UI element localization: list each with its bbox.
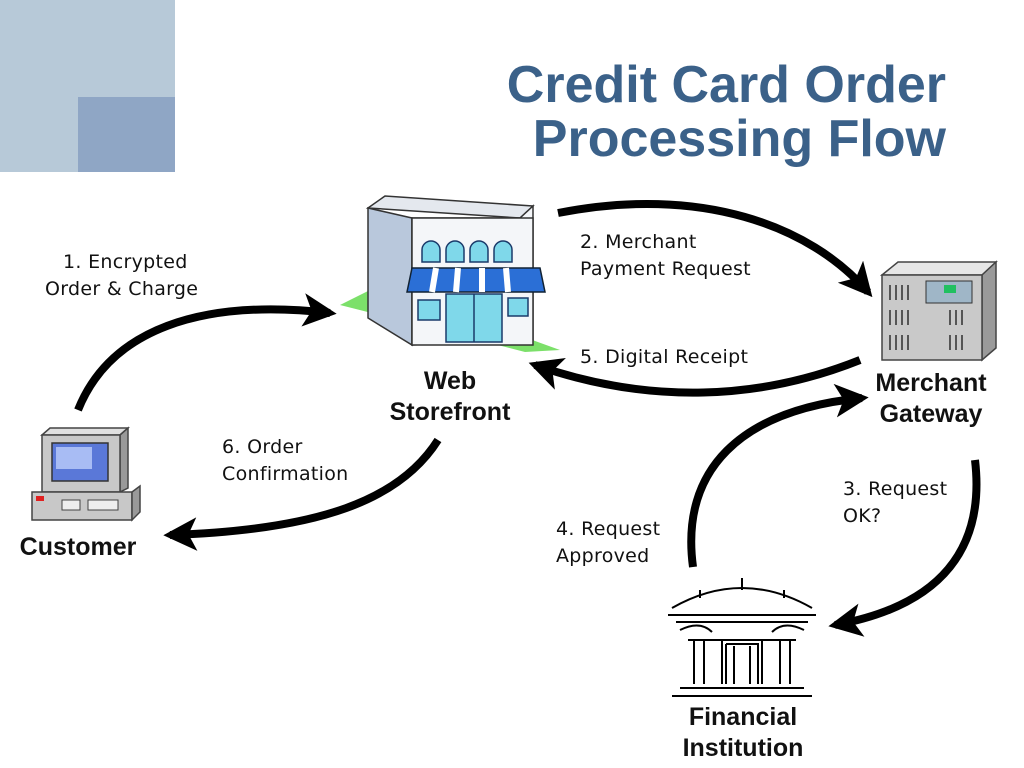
arrow-6-storefront-to-customer — [163, 437, 442, 551]
step-2-line-1: 2. Merchant — [580, 231, 697, 253]
storefront-icon — [340, 195, 560, 352]
step-3-line-2: OK? — [843, 505, 882, 527]
corner-decoration-accent — [78, 97, 175, 172]
merchant-gateway-line-1: Merchant — [875, 369, 987, 397]
financial-institution-line-2: Institution — [682, 734, 804, 762]
web-storefront-line-2: Storefront — [389, 398, 511, 426]
node-financial-institution: Financial Institution — [660, 702, 826, 764]
step-6-line-1: 6. Order — [222, 436, 303, 458]
step-3-label: 3. Request OK? — [843, 476, 947, 530]
step-2-label: 2. Merchant Payment Request — [580, 229, 751, 283]
node-web-storefront: Web Storefront — [375, 366, 525, 428]
bank-icon — [668, 578, 816, 697]
title-line-2: Processing Flow — [532, 110, 946, 168]
arrow-4-institution-to-gateway — [687, 383, 869, 568]
node-customer: Customer — [2, 532, 154, 563]
step-4-label: 4. Request Approved — [556, 516, 660, 570]
arrow-1-customer-to-storefront — [74, 293, 337, 412]
title-line-1: Credit Card Order — [506, 56, 946, 114]
server-icon — [879, 260, 998, 362]
step-4-line-1: 4. Request — [556, 518, 661, 540]
step-5-label: 5. Digital Receipt — [580, 344, 748, 371]
computer-icon — [31, 426, 141, 522]
step-3-line-1: 3. Request — [843, 478, 948, 500]
page-title: Credit Card Order Processing Flow — [507, 58, 946, 166]
step-4-line-2: Approved — [556, 545, 650, 567]
financial-institution-line-1: Financial — [688, 703, 798, 731]
node-merchant-gateway: Merchant Gateway — [856, 368, 1006, 430]
step-6-line-2: Confirmation — [222, 463, 349, 485]
arrow-5-gateway-to-storefront — [528, 356, 862, 397]
customer-line-1: Customer — [19, 533, 137, 561]
step-1-line-1: 1. Encrypted — [63, 251, 188, 273]
step-6-label: 6. Order Confirmation — [222, 434, 349, 488]
arrow-2-storefront-to-gateway — [557, 199, 873, 298]
arrow-3-gateway-to-institution — [828, 459, 981, 637]
step-1-label: 1. Encrypted Order & Charge — [45, 249, 198, 303]
step-2-line-2: Payment Request — [580, 258, 751, 280]
web-storefront-line-1: Web — [423, 367, 477, 395]
step-5-line-1: 5. Digital Receipt — [580, 346, 749, 368]
step-1-line-2: Order & Charge — [45, 278, 199, 300]
merchant-gateway-line-2: Gateway — [879, 400, 983, 428]
